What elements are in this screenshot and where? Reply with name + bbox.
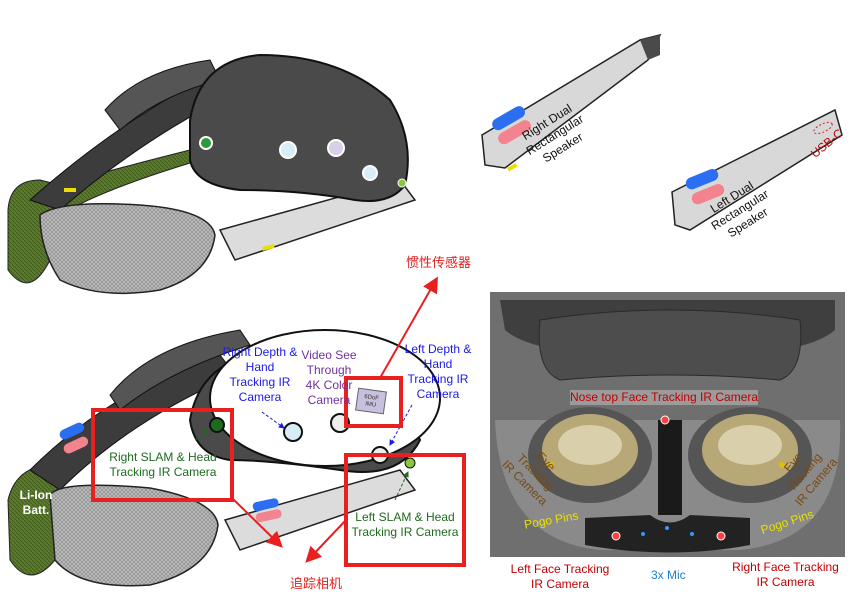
bottom-headset bbox=[7, 329, 441, 587]
left-speaker-strip bbox=[671, 108, 843, 231]
right-speaker-strip bbox=[481, 33, 662, 172]
tracking-camera-chinese-label: 追踪相机 bbox=[290, 576, 343, 591]
right-depth-camera-label: Right Depth & Hand Tracking IR Camera bbox=[222, 345, 298, 404]
imu-chinese-label: 惯性传感器 bbox=[406, 255, 472, 270]
video-see-through-camera-label: Video See Through 4K Color Camera bbox=[301, 348, 357, 407]
left-slam-camera-label: Left SLAM & Head Tracking IR Camera bbox=[351, 510, 459, 539]
top-headset bbox=[7, 53, 417, 295]
right-slam-camera-label: Right SLAM & Head Tracking IR Camera bbox=[109, 450, 217, 479]
mic-label: 3x Mic bbox=[651, 568, 686, 582]
nose-top-camera-label: Nose top Face Tracking IR Camera bbox=[570, 390, 759, 405]
right-face-camera-label: Right Face Tracking IR Camera bbox=[732, 560, 839, 589]
highlight-boxes bbox=[91, 276, 466, 567]
battery-label: Li-Ion Batt. bbox=[19, 488, 53, 517]
left-depth-camera-label: Left Depth & Hand Tracking IR Camera bbox=[404, 342, 472, 401]
left-face-camera-label: Left Face Tracking IR Camera bbox=[510, 562, 610, 591]
face-interface-photo bbox=[490, 292, 845, 557]
